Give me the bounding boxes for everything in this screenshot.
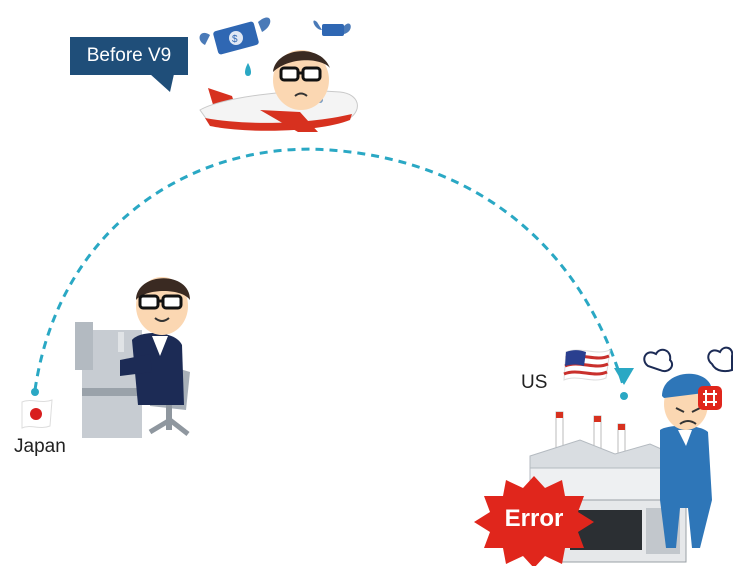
callout-label: Before V9 [86, 45, 172, 66]
us-flag-icon [563, 349, 611, 381]
japan-flag-icon [21, 399, 53, 429]
route-end-arrow [614, 368, 634, 385]
before-v9-callout [70, 37, 188, 92]
route-start-dot [31, 388, 39, 396]
sweat-drop-icon [245, 63, 251, 76]
office-worker [75, 277, 190, 438]
steam-puff-icon [643, 348, 674, 372]
svg-text:$: $ [232, 34, 238, 45]
origin-label: Japan [14, 436, 66, 457]
steam-puff-icon [707, 346, 733, 373]
travel-route-arc [33, 147, 626, 391]
error-label: Error [504, 505, 564, 532]
worried-man-head [273, 50, 330, 110]
destination-label: US [521, 372, 548, 393]
error-burst [474, 476, 594, 566]
money-wing-icon: $ [199, 17, 271, 55]
anger-mark-icon [698, 386, 722, 410]
money-wing-icon [313, 20, 351, 36]
route-end-dot [620, 392, 628, 400]
